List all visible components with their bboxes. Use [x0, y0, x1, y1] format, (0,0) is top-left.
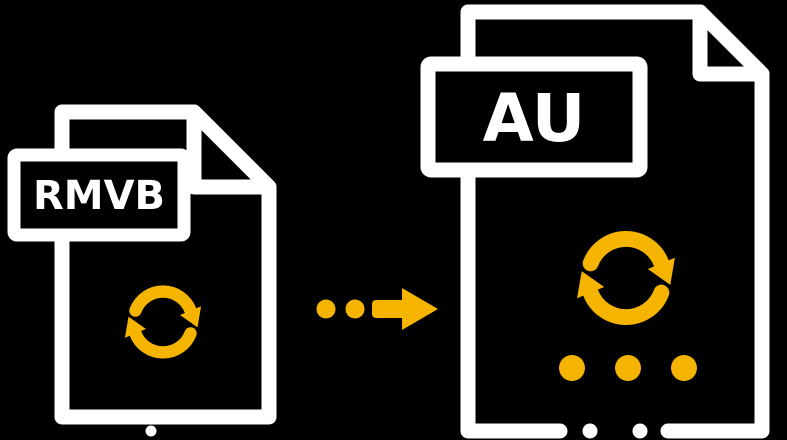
target-format-label: AU — [483, 80, 586, 157]
source-folded-corner-icon — [186, 104, 277, 195]
arrow-tail — [372, 300, 406, 318]
ellipsis-dot-1 — [559, 355, 585, 381]
source-bottom-dot — [145, 425, 157, 437]
target-format-badge — [420, 56, 648, 178]
target-file-icon: AU — [420, 4, 770, 439]
source-file-icon: RMVB — [7, 104, 277, 437]
arrow-head — [402, 288, 438, 330]
target-folded-corner-icon — [692, 4, 770, 82]
three-dots-icon — [559, 355, 697, 381]
source-format-label: RMVB — [33, 173, 165, 219]
ellipsis-dot-3 — [671, 355, 697, 381]
target-bottom-dot-2 — [632, 423, 648, 439]
arrow-dot-2 — [345, 299, 365, 319]
source-format-badge — [7, 148, 191, 242]
ellipsis-dot-2 — [615, 355, 641, 381]
conversion-arrow-icon — [316, 288, 438, 330]
source-file-outline — [54, 104, 277, 425]
target-bottom-dot-1 — [582, 423, 598, 439]
arrow-dot-1 — [316, 299, 336, 319]
